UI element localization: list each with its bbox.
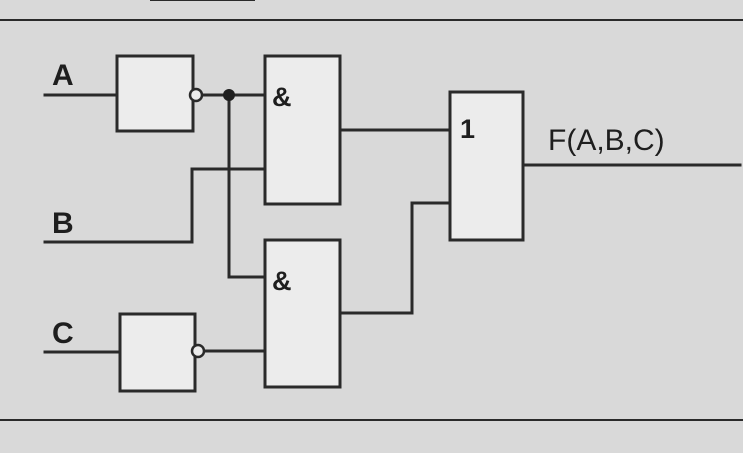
junction-dot (223, 89, 235, 101)
not-c-inversion-bubble (190, 343, 206, 359)
and-top-symbol: & (272, 82, 292, 112)
input-c-label: C (52, 317, 74, 350)
input-b-label: B (52, 207, 74, 240)
or-gate (448, 90, 525, 242)
not-gate-a (115, 54, 195, 133)
or-symbol: 1 (460, 114, 475, 144)
not-a-inversion-bubble (188, 87, 204, 103)
output-label: F(A,B,C) (548, 124, 665, 157)
wire-b-in (43, 167, 267, 244)
wire-and-bottom-out (338, 201, 452, 315)
input-a-label: A (52, 59, 74, 92)
and-gate-top (263, 54, 342, 206)
not-gate-c (118, 312, 197, 393)
and-bottom-symbol: & (272, 266, 292, 296)
and-gate-bottom (263, 238, 342, 389)
wire-not-a-branch (227, 93, 267, 279)
